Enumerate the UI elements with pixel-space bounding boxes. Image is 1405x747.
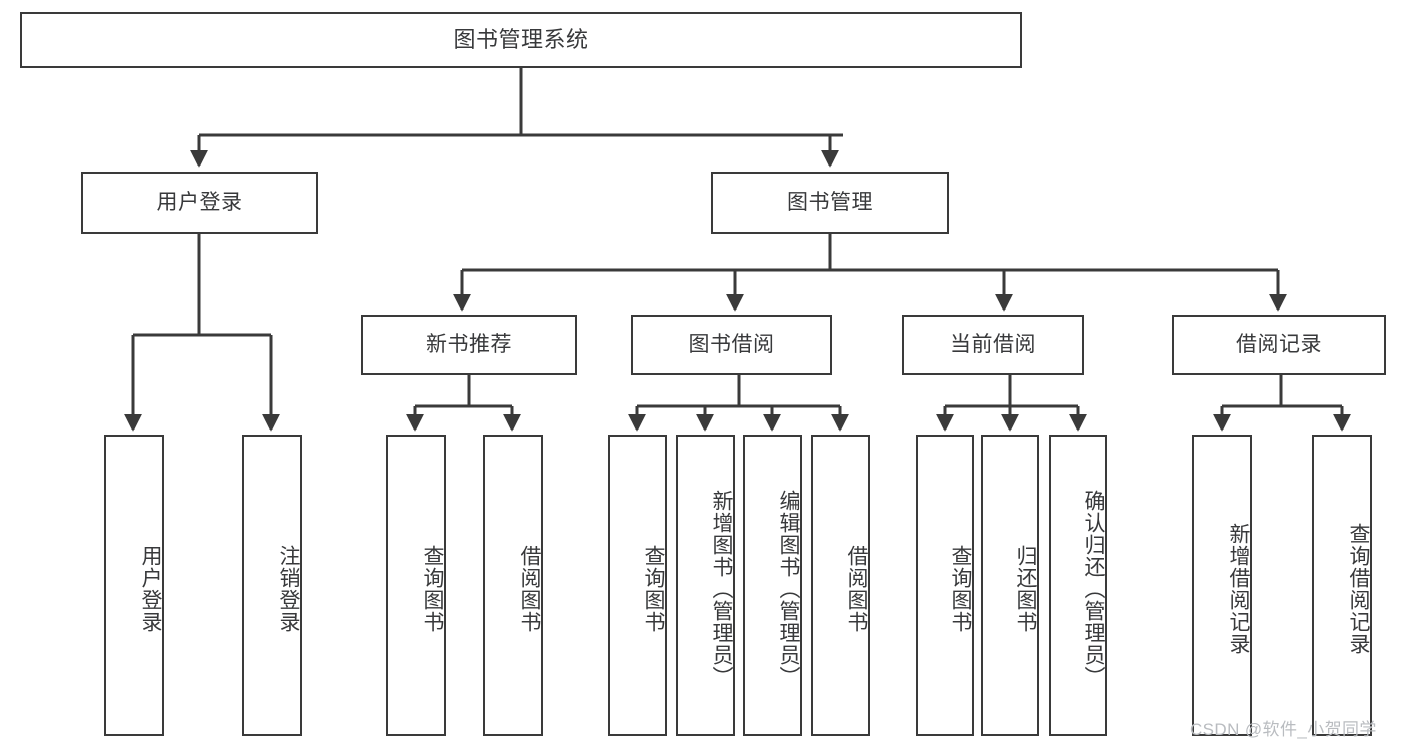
leaf-current-borrow-return[interactable]: 归还图书 <box>981 435 1039 736</box>
leaf-new-book-query[interactable]: 查询图书 <box>386 435 446 736</box>
leaf-book-borrow-borrow[interactable]: 借阅图书 <box>811 435 870 736</box>
leaf-label: 注销登录 <box>277 544 300 633</box>
node-user-login[interactable]: 用户登录 <box>81 172 318 234</box>
leaf-borrow-record-add[interactable]: 新增借阅记录 <box>1192 435 1252 736</box>
node-book-management[interactable]: 图书管理 <box>711 172 949 234</box>
leaf-book-borrow-add[interactable]: 新增图书（管理员） <box>676 435 735 736</box>
leaf-user-login-login[interactable]: 用户登录 <box>104 435 164 736</box>
leaf-label: 新增借阅记录 <box>1227 522 1250 655</box>
leaf-label: 借阅图书 <box>518 544 541 633</box>
leaf-book-borrow-edit[interactable]: 编辑图书（管理员） <box>743 435 802 736</box>
node-borrow-record[interactable]: 借阅记录 <box>1172 315 1386 375</box>
node-new-book-recommend[interactable]: 新书推荐 <box>361 315 577 375</box>
leaf-label: 归还图书 <box>1014 544 1037 633</box>
leaf-label: 新增图书（管理员） <box>710 489 733 688</box>
watermark-text: CSDN @软件_小贺同学 <box>1190 720 1377 739</box>
leaf-label: 借阅图书 <box>845 544 868 633</box>
leaf-new-book-borrow[interactable]: 借阅图书 <box>483 435 543 736</box>
node-current-borrow[interactable]: 当前借阅 <box>902 315 1084 375</box>
leaf-label: 查询图书 <box>949 544 972 633</box>
leaf-label: 查询图书 <box>642 544 665 633</box>
leaf-label: 编辑图书（管理员） <box>777 489 800 688</box>
leaf-user-login-logout[interactable]: 注销登录 <box>242 435 302 736</box>
leaf-borrow-record-query[interactable]: 查询借阅记录 <box>1312 435 1372 736</box>
leaf-label: 查询借阅记录 <box>1347 522 1370 655</box>
node-book-borrow[interactable]: 图书借阅 <box>631 315 832 375</box>
leaf-book-borrow-query[interactable]: 查询图书 <box>608 435 667 736</box>
leaf-current-borrow-query[interactable]: 查询图书 <box>916 435 974 736</box>
leaf-current-borrow-confirm[interactable]: 确认归还（管理员） <box>1049 435 1107 736</box>
leaf-label: 查询图书 <box>421 544 444 633</box>
node-root-system[interactable]: 图书管理系统 <box>20 12 1022 68</box>
leaf-label: 确认归还（管理员） <box>1082 489 1105 688</box>
leaf-label: 用户登录 <box>139 544 162 633</box>
